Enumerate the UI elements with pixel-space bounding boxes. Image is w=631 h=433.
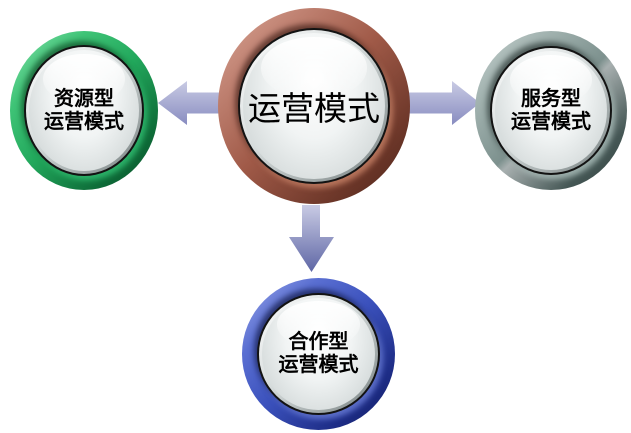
node-ring-blue: 合作型 运营模式 (242, 278, 395, 430)
node-inner-outline: 运营模式 (238, 28, 390, 184)
node-ring-brown: 运营模式 (218, 8, 410, 204)
node-label: 服务型 运营模式 (511, 88, 591, 134)
arrow-down-icon (289, 205, 334, 272)
node-label-line2: 运营模式 (511, 110, 591, 133)
arrow-left-icon (158, 81, 225, 125)
node-label: 合作型 运营模式 (279, 331, 359, 377)
node-label-line1: 合作型 (288, 331, 349, 353)
node-metal-bezel: 服务型 运营模式 (492, 48, 610, 173)
node-inner-outline: 服务型 运营模式 (490, 46, 612, 175)
node-cooperative-model: 合作型 运营模式 (242, 278, 395, 430)
node-inner-outline: 合作型 运营模式 (257, 293, 380, 415)
node-glossy-face: 服务型 运营模式 (495, 51, 607, 170)
node-ring-green: 资源型 运营模式 (10, 31, 158, 190)
node-label-line2: 运营模式 (44, 110, 124, 133)
node-inner-outline: 资源型 运营模式 (24, 45, 144, 176)
node-glossy-face: 合作型 运营模式 (262, 298, 375, 410)
node-label: 资源型 运营模式 (44, 88, 124, 134)
node-label-line1: 资源型 (54, 87, 114, 110)
node-glossy-face: 资源型 运营模式 (29, 50, 139, 171)
node-operating-model-center: 运营模式 (218, 8, 410, 204)
arrow-right-icon (405, 81, 480, 125)
node-label-line2: 运营模式 (278, 354, 359, 376)
node-metal-bezel: 运营模式 (240, 30, 388, 182)
node-metal-bezel: 资源型 运营模式 (26, 47, 142, 174)
node-metal-bezel: 合作型 运营模式 (259, 295, 378, 413)
node-label-line1: 服务型 (521, 87, 581, 110)
node-resource-model: 资源型 运营模式 (10, 31, 158, 190)
node-label: 运营模式 (248, 92, 380, 128)
node-glossy-face: 运营模式 (243, 33, 385, 179)
node-ring-gray: 服务型 运营模式 (475, 31, 627, 190)
node-service-model: 服务型 运营模式 (475, 31, 627, 190)
